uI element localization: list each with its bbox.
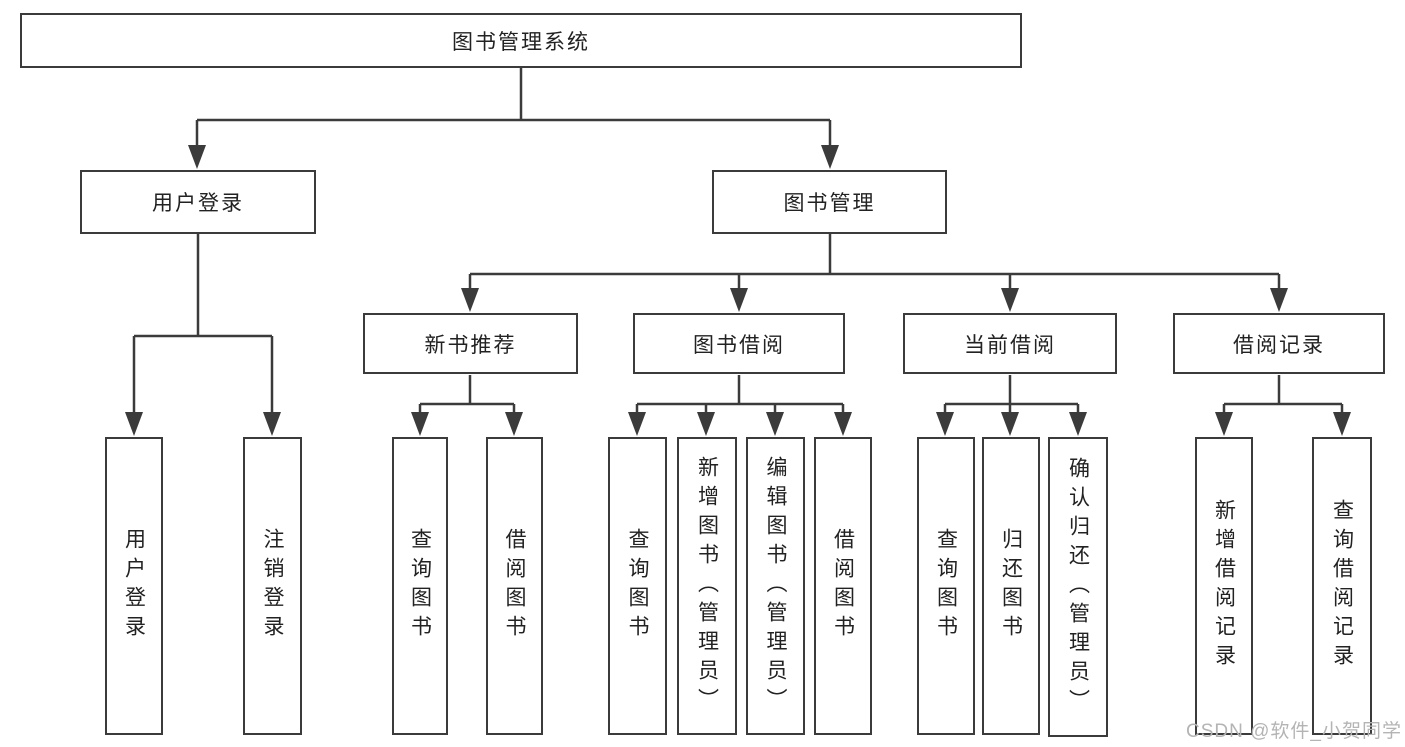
leaf-label: 查询图书 [408, 528, 432, 644]
leaf-label: 查询图书 [626, 528, 649, 644]
node-leaf-add-books-admin: 新增图书（管理员） [677, 437, 737, 735]
leaf-label: 新增图书（管理员） [695, 455, 719, 717]
node-leaf-borrow-books-1: 借阅图书 [486, 437, 543, 735]
node-user-login: 用户登录 [80, 170, 316, 234]
node-leaf-logout: 注销登录 [243, 437, 302, 735]
node-leaf-borrow-books-2: 借阅图书 [814, 437, 872, 735]
leaf-label: 归还图书 [999, 528, 1023, 644]
leaf-label: 用户登录 [122, 528, 146, 644]
node-leaf-query-books-2: 查询图书 [608, 437, 667, 735]
node-leaf-user-login: 用户登录 [105, 437, 163, 735]
csdn-watermark: CSDN @软件_小贺同学 [1186, 721, 1402, 742]
leaf-label: 查询借阅记录 [1330, 499, 1354, 673]
node-leaf-add-borrow-record: 新增借阅记录 [1195, 437, 1253, 735]
node-group-current-borrow: 当前借阅 [903, 313, 1117, 374]
node-book-mgmt: 图书管理 [712, 170, 947, 234]
node-group-book-borrow: 图书借阅 [633, 313, 845, 374]
node-leaf-query-borrow-record: 查询借阅记录 [1312, 437, 1372, 735]
node-leaf-query-books-1: 查询图书 [392, 437, 448, 735]
node-root: 图书管理系统 [20, 13, 1022, 68]
leaf-label: 确认归还（管理员） [1066, 456, 1090, 718]
leaf-label: 编辑图书（管理员） [764, 455, 787, 717]
node-group-new-book-recommend: 新书推荐 [363, 313, 578, 374]
node-group-borrow-records: 借阅记录 [1173, 313, 1385, 374]
leaf-label: 查询图书 [934, 528, 958, 644]
leaf-label: 注销登录 [261, 528, 284, 644]
leaf-label: 新增借阅记录 [1212, 499, 1236, 673]
node-leaf-confirm-return-admin: 确认归还（管理员） [1048, 437, 1108, 737]
node-leaf-return-books: 归还图书 [982, 437, 1040, 735]
node-leaf-query-books-3: 查询图书 [917, 437, 975, 735]
node-leaf-edit-books-admin: 编辑图书（管理员） [746, 437, 805, 735]
leaf-label: 借阅图书 [503, 528, 526, 644]
leaf-label: 借阅图书 [831, 528, 855, 644]
